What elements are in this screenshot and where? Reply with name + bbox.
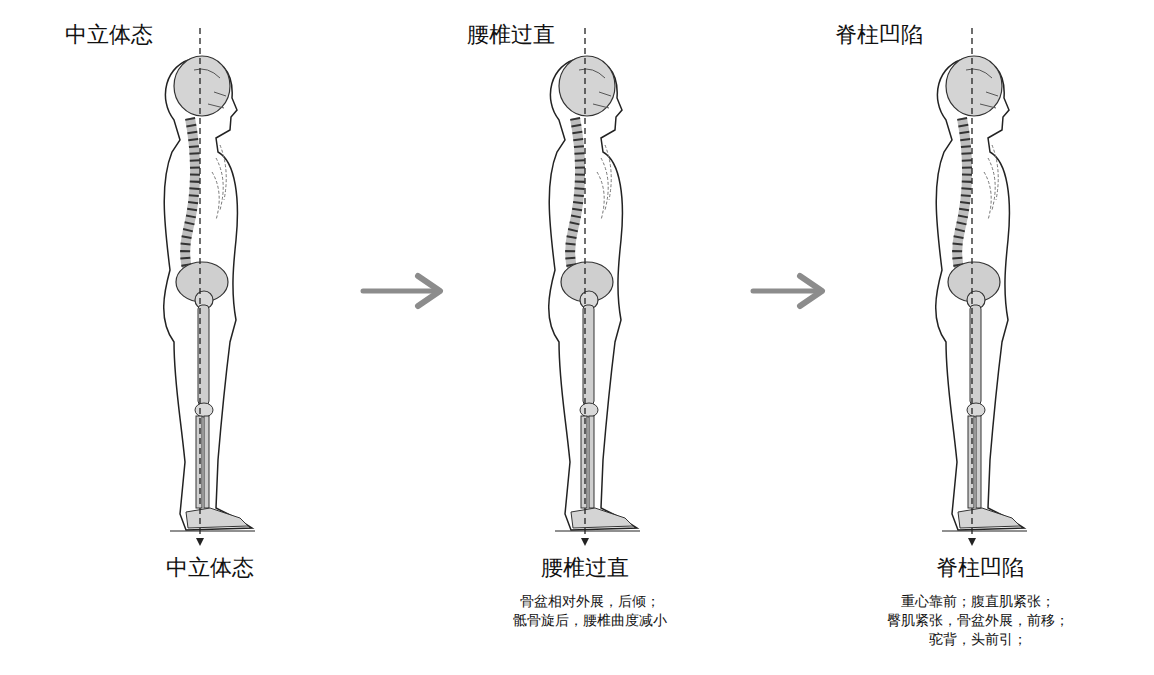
arrow-shaft bbox=[363, 289, 437, 294]
posture-caption: 脊柱凹陷 bbox=[936, 555, 1024, 581]
posture-heading: 腰椎过直 bbox=[467, 22, 555, 48]
flow-arrow bbox=[753, 276, 822, 306]
posture-panel: 腰椎过直腰椎过直骨盆相对外展，后倾； 骶骨旋后，腰椎曲度减小 bbox=[448, 22, 745, 652]
posture-note: 重心靠前；腹直肌紧张； 臀肌紧张，骨盆外展，前移； 驼背，头前引； bbox=[878, 592, 1078, 649]
posture-heading: 中立体态 bbox=[65, 22, 153, 48]
posture-panel: 脊柱凹陷脊柱凹陷重心靠前；腹直肌紧张； 臀肌紧张，骨盆外展，前移； 驼背，头前引… bbox=[830, 22, 1150, 652]
arrow-shaft bbox=[753, 289, 819, 294]
arrow-head bbox=[418, 276, 440, 306]
posture-caption: 腰椎过直 bbox=[541, 555, 629, 581]
posture-heading: 脊柱凹陷 bbox=[835, 22, 923, 48]
posture-note: 骨盆相对外展，后倾； 骶骨旋后，腰椎曲度减小 bbox=[505, 592, 675, 630]
flow-arrow bbox=[363, 276, 440, 306]
arrow-head bbox=[800, 276, 822, 306]
posture-caption: 中立体态 bbox=[166, 555, 254, 581]
posture-panel: 中立体态中立体态 bbox=[22, 22, 355, 652]
